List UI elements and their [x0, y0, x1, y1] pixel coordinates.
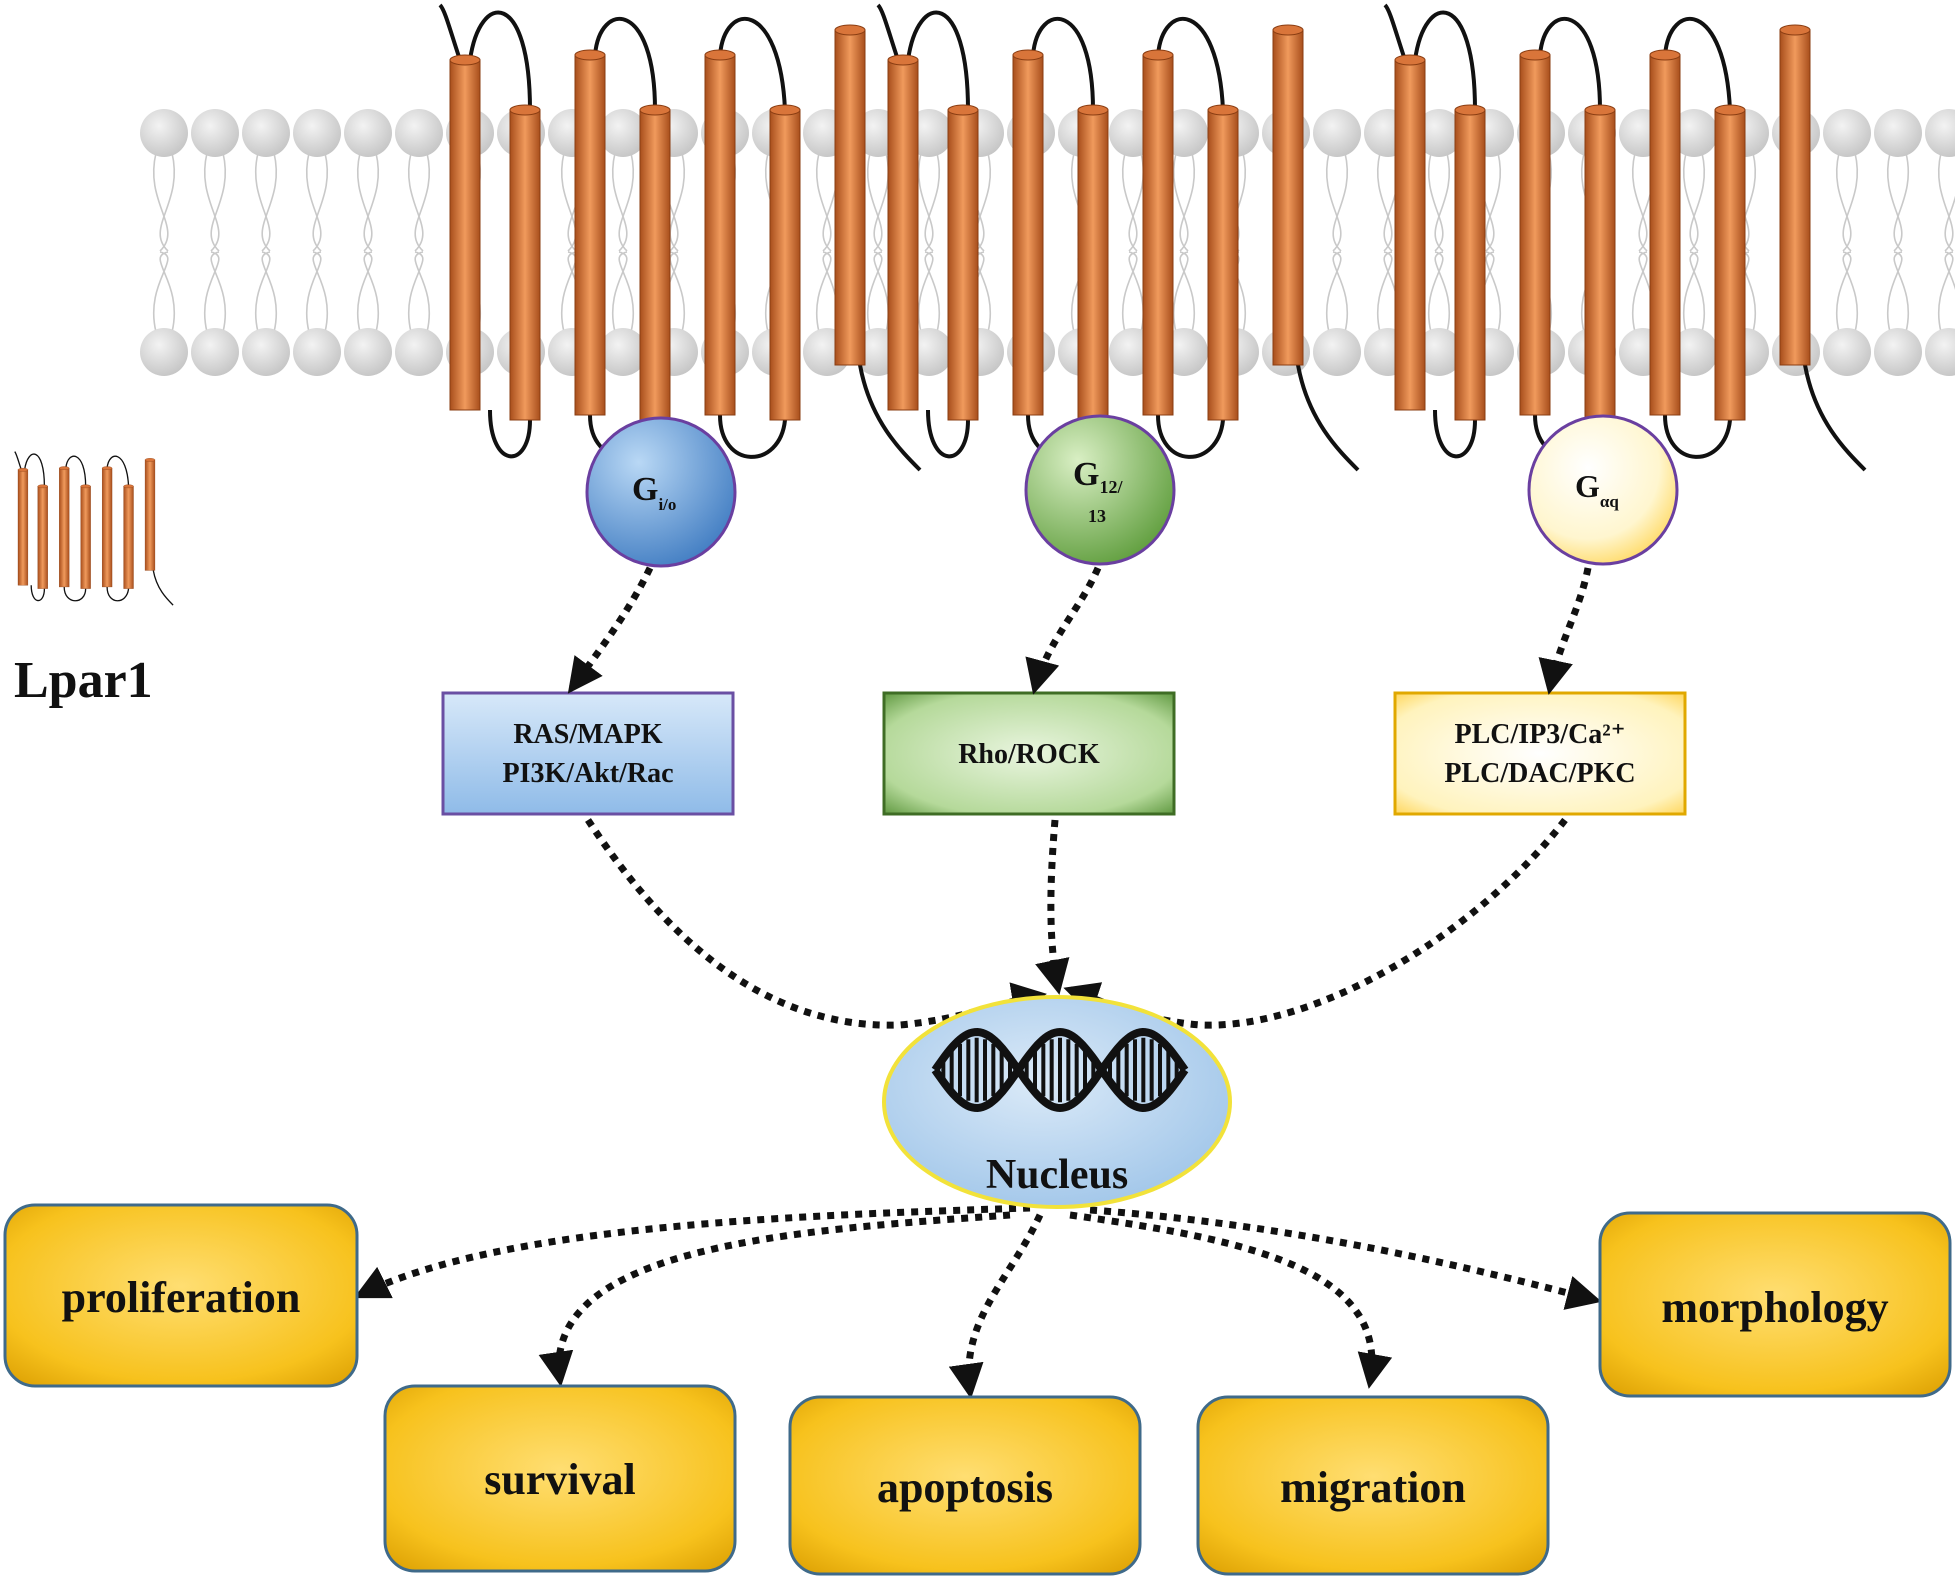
lipid-molecule — [191, 109, 239, 376]
g-protein-g1213-base: G — [1073, 456, 1099, 493]
lipid-bilayer-membrane — [140, 109, 1955, 376]
outcome-label-morphology: morphology — [1661, 1283, 1888, 1332]
arrow-rho-to-nucleus — [1035, 819, 1070, 995]
receptors-layer — [438, 3, 1867, 472]
pathway-box-rho-rock: Rho/ROCK — [882, 691, 1176, 816]
signal-arrows — [353, 566, 1602, 1399]
lipid-molecule — [344, 109, 392, 376]
lipid-molecule — [1925, 109, 1955, 376]
arrow-plc-to-nucleus — [1063, 817, 1568, 1029]
dna-strand — [931, 1027, 1189, 1113]
g-protein-gio: Gi/o — [585, 416, 737, 568]
svg-text:G12/: G12/ — [1073, 456, 1123, 497]
receptor-1-icon — [438, 3, 922, 472]
lipid-molecule — [293, 109, 341, 376]
outcome-label-proliferation: proliferation — [62, 1273, 301, 1322]
receptor-label: Lpar1 — [14, 652, 153, 709]
lipid-molecule — [599, 109, 647, 376]
outcome-box-morphology: morphology — [1598, 1211, 1952, 1398]
receptor-3-icon — [1383, 3, 1867, 472]
lipid-molecule — [1313, 109, 1361, 376]
arrow-nucleus-to-proliferation — [353, 1204, 1031, 1299]
outcome-box-migration: migration — [1196, 1395, 1550, 1576]
lipid-molecule — [395, 109, 443, 376]
g-protein-g1213-sub-line2: 13 — [1088, 506, 1106, 526]
g-protein-gio-sub: i/o — [658, 495, 676, 514]
lipid-molecule — [1670, 109, 1718, 376]
pathway-box-plc: PLC/IP3/Ca²⁺ PLC/DAC/PKC — [1393, 691, 1687, 816]
arrow-nucleus-to-morphology — [1089, 1206, 1602, 1310]
g-protein-gaq-sub: αq — [1600, 492, 1619, 511]
pathway-box-ras-mapk: RAS/MAPK PI3K/Akt/Rac — [441, 691, 735, 816]
arrow-ras-to-nucleus — [585, 818, 1047, 1029]
pathway-rho-rock-line1: Rho/ROCK — [958, 739, 1100, 770]
arrow-gaq-to-plc — [1538, 567, 1592, 695]
outcome-box-apoptosis: apoptosis — [788, 1395, 1142, 1576]
pathway-ras-mapk-line1: RAS/MAPK — [513, 719, 663, 750]
outcome-box-survival: survival — [383, 1384, 737, 1573]
arrow-nucleus-to-survival — [538, 1211, 1011, 1387]
arrow-nucleus-to-apoptosis — [948, 1213, 1044, 1399]
g-protein-gio-base: G — [632, 471, 658, 508]
lpar1-legend-receptor-icon — [14, 451, 174, 606]
g-protein-g1213-sub: 12/ — [1099, 477, 1123, 497]
pathway-plc-line1: PLC/IP3/Ca²⁺ — [1455, 719, 1626, 750]
nucleus: Nucleus — [882, 995, 1232, 1209]
outcome-box-proliferation: proliferation — [3, 1203, 359, 1388]
lipid-molecule — [140, 109, 188, 376]
receptor-2-icon — [876, 3, 1360, 472]
svg-text:Gαq: Gαq — [1575, 468, 1619, 511]
g-protein-gaq: Gαq — [1527, 414, 1679, 566]
lipid-molecule — [1823, 109, 1871, 376]
lpar1-small-receptor-icon — [14, 451, 174, 606]
arrow-gio-to-ras — [567, 566, 654, 694]
g-protein-gaq-base: G — [1575, 468, 1600, 504]
arrow-nucleus-to-migration — [1069, 1211, 1393, 1389]
g-protein-g1213: G12/ 13 — [1024, 414, 1176, 566]
nucleus-label: Nucleus — [986, 1152, 1128, 1198]
outcome-label-migration: migration — [1280, 1463, 1466, 1512]
lipid-molecule — [1415, 109, 1463, 376]
svg-text:Gi/o: Gi/o — [632, 471, 676, 514]
outcome-label-survival: survival — [484, 1455, 636, 1504]
dna-helix-icon — [931, 1027, 1189, 1113]
pathway-ras-mapk-line2: PI3K/Akt/Rac — [502, 758, 673, 789]
lipid-molecule — [242, 109, 290, 376]
arrow-g1213-to-rho — [1025, 566, 1102, 695]
dna-strand — [931, 1027, 1189, 1113]
pathway-plc-line2: PLC/DAC/PKC — [1444, 758, 1635, 789]
outcome-label-apoptosis: apoptosis — [877, 1463, 1053, 1512]
lipid-molecule — [1874, 109, 1922, 376]
